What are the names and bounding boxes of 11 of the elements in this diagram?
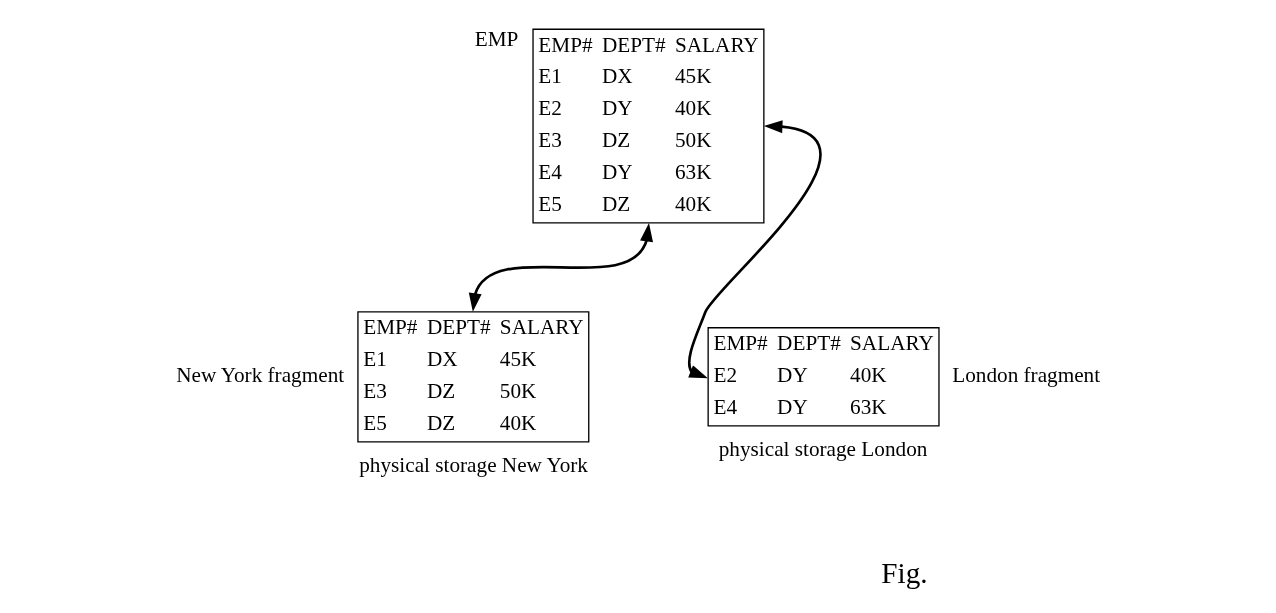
node-label: physical storage London	[718, 437, 927, 462]
node-label: New York fragment	[175, 362, 344, 387]
node-box: EMP# DEPT# SALARY E2 DY 40K E4 DY 63K	[706, 327, 940, 427]
node-label: EMP	[474, 27, 518, 52]
node-box: EMP# DEPT# SALARY E1 DX 45K E2 DY 40K E3 DZ 50K E4 DY 63K E5 DZ 40K	[531, 28, 765, 224]
node-box: EMP# DEPT# SALARY E1 DX 45K E3 DZ 50K E5 DZ 40K	[356, 311, 589, 443]
node-label: London fragment	[951, 362, 1100, 387]
arrow	[687, 120, 821, 379]
label: Fig.	[880, 557, 928, 590]
node-label: physical storage New York	[358, 453, 588, 478]
arrow	[468, 222, 653, 312]
